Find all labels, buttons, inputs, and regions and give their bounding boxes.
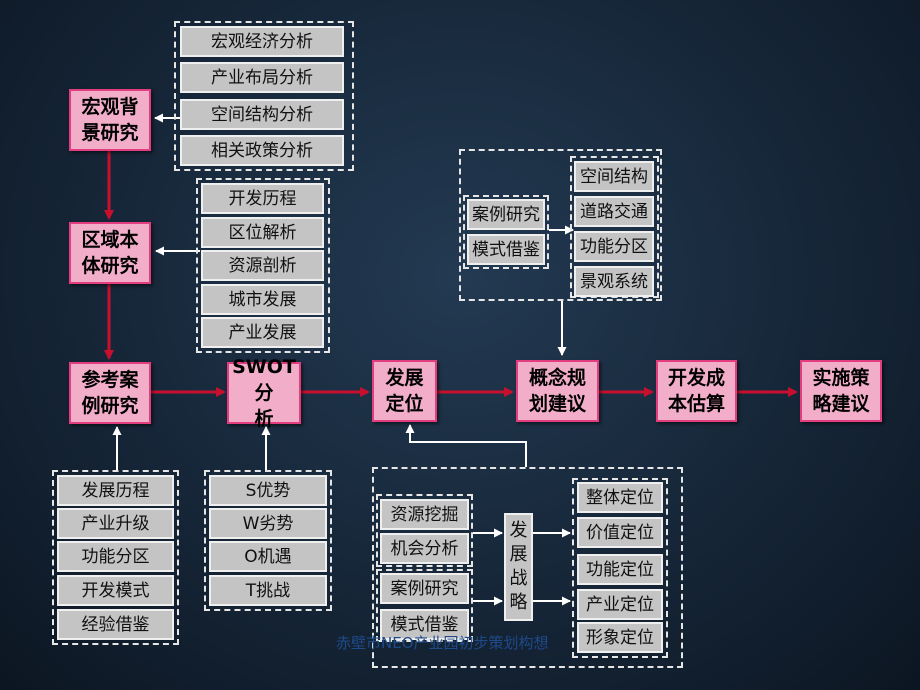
- swot-list-frame: [204, 470, 332, 611]
- concept-output: 景观系统: [574, 266, 654, 297]
- positioning-outputs-frame: [572, 478, 668, 658]
- positioning-input: 案例研究: [380, 573, 469, 604]
- swot-item: S优势: [209, 475, 327, 506]
- cases-list-frame: [52, 470, 179, 645]
- region-item: 城市发展: [201, 284, 324, 315]
- region-item: 产业发展: [201, 317, 324, 348]
- macro-item: 空间结构分析: [180, 99, 344, 130]
- positioning-output: 整体定位: [577, 482, 663, 513]
- concept-input: 案例研究: [467, 199, 545, 230]
- cases-item: 开发模式: [57, 575, 174, 606]
- positioning-output: 产业定位: [577, 589, 663, 620]
- positioning-box: 发展 定位: [372, 360, 437, 422]
- macro-research-box: 宏观背 景研究: [69, 89, 151, 151]
- concept-outputs-frame: [570, 156, 659, 298]
- cases-item: 产业升级: [57, 508, 174, 539]
- concept-output: 空间结构: [574, 161, 654, 192]
- region-research-box: 区域本 体研究: [69, 222, 151, 284]
- swot-item: O机遇: [209, 541, 327, 572]
- positioning-inputs-b-frame: [376, 569, 473, 642]
- concept-output: 道路交通: [574, 196, 654, 227]
- footer-caption: 赤壁市NEO产业园初步策划构想: [336, 634, 549, 652]
- positioning-inputs-a-frame: [376, 494, 473, 567]
- concept-output: 功能分区: [574, 231, 654, 262]
- concept-box: 概念规 划建议: [516, 360, 599, 422]
- macro-item: 相关政策分析: [180, 135, 344, 166]
- cases-item: 功能分区: [57, 541, 174, 572]
- swot-box: SWOT分 析: [227, 356, 301, 430]
- concept-frame: [459, 149, 662, 301]
- positioning-output: 功能定位: [577, 554, 663, 585]
- case-research-box: 参考案 例研究: [69, 362, 151, 424]
- macro-item: 产业布局分析: [180, 62, 344, 93]
- concept-inputs-frame: [463, 195, 549, 269]
- positioning-frame: [372, 467, 683, 668]
- cases-item: 经验借鉴: [57, 609, 174, 640]
- macro-item: 宏观经济分析: [180, 26, 344, 57]
- positioning-input: 资源挖掘: [380, 499, 469, 530]
- swot-item: T挑战: [209, 575, 327, 606]
- positioning-output: 价值定位: [577, 517, 663, 548]
- positioning-input: 机会分析: [380, 533, 469, 564]
- cost-box: 开发成 本估算: [656, 360, 737, 422]
- implement-box: 实施策 略建议: [800, 360, 882, 422]
- strategy-box: 发 展 战 略: [504, 513, 533, 621]
- arrow-positioning-block: [405, 424, 527, 467]
- positioning-input: 模式借鉴: [380, 609, 469, 640]
- concept-input: 模式借鉴: [467, 234, 545, 265]
- region-list-frame: [196, 178, 330, 353]
- region-item: 区位解析: [201, 217, 324, 248]
- positioning-output: 形象定位: [577, 622, 663, 653]
- region-item: 开发历程: [201, 183, 324, 214]
- macro-list-frame: [174, 21, 354, 171]
- cases-item: 发展历程: [57, 475, 174, 506]
- region-item: 资源剖析: [201, 250, 324, 281]
- swot-item: W劣势: [209, 508, 327, 539]
